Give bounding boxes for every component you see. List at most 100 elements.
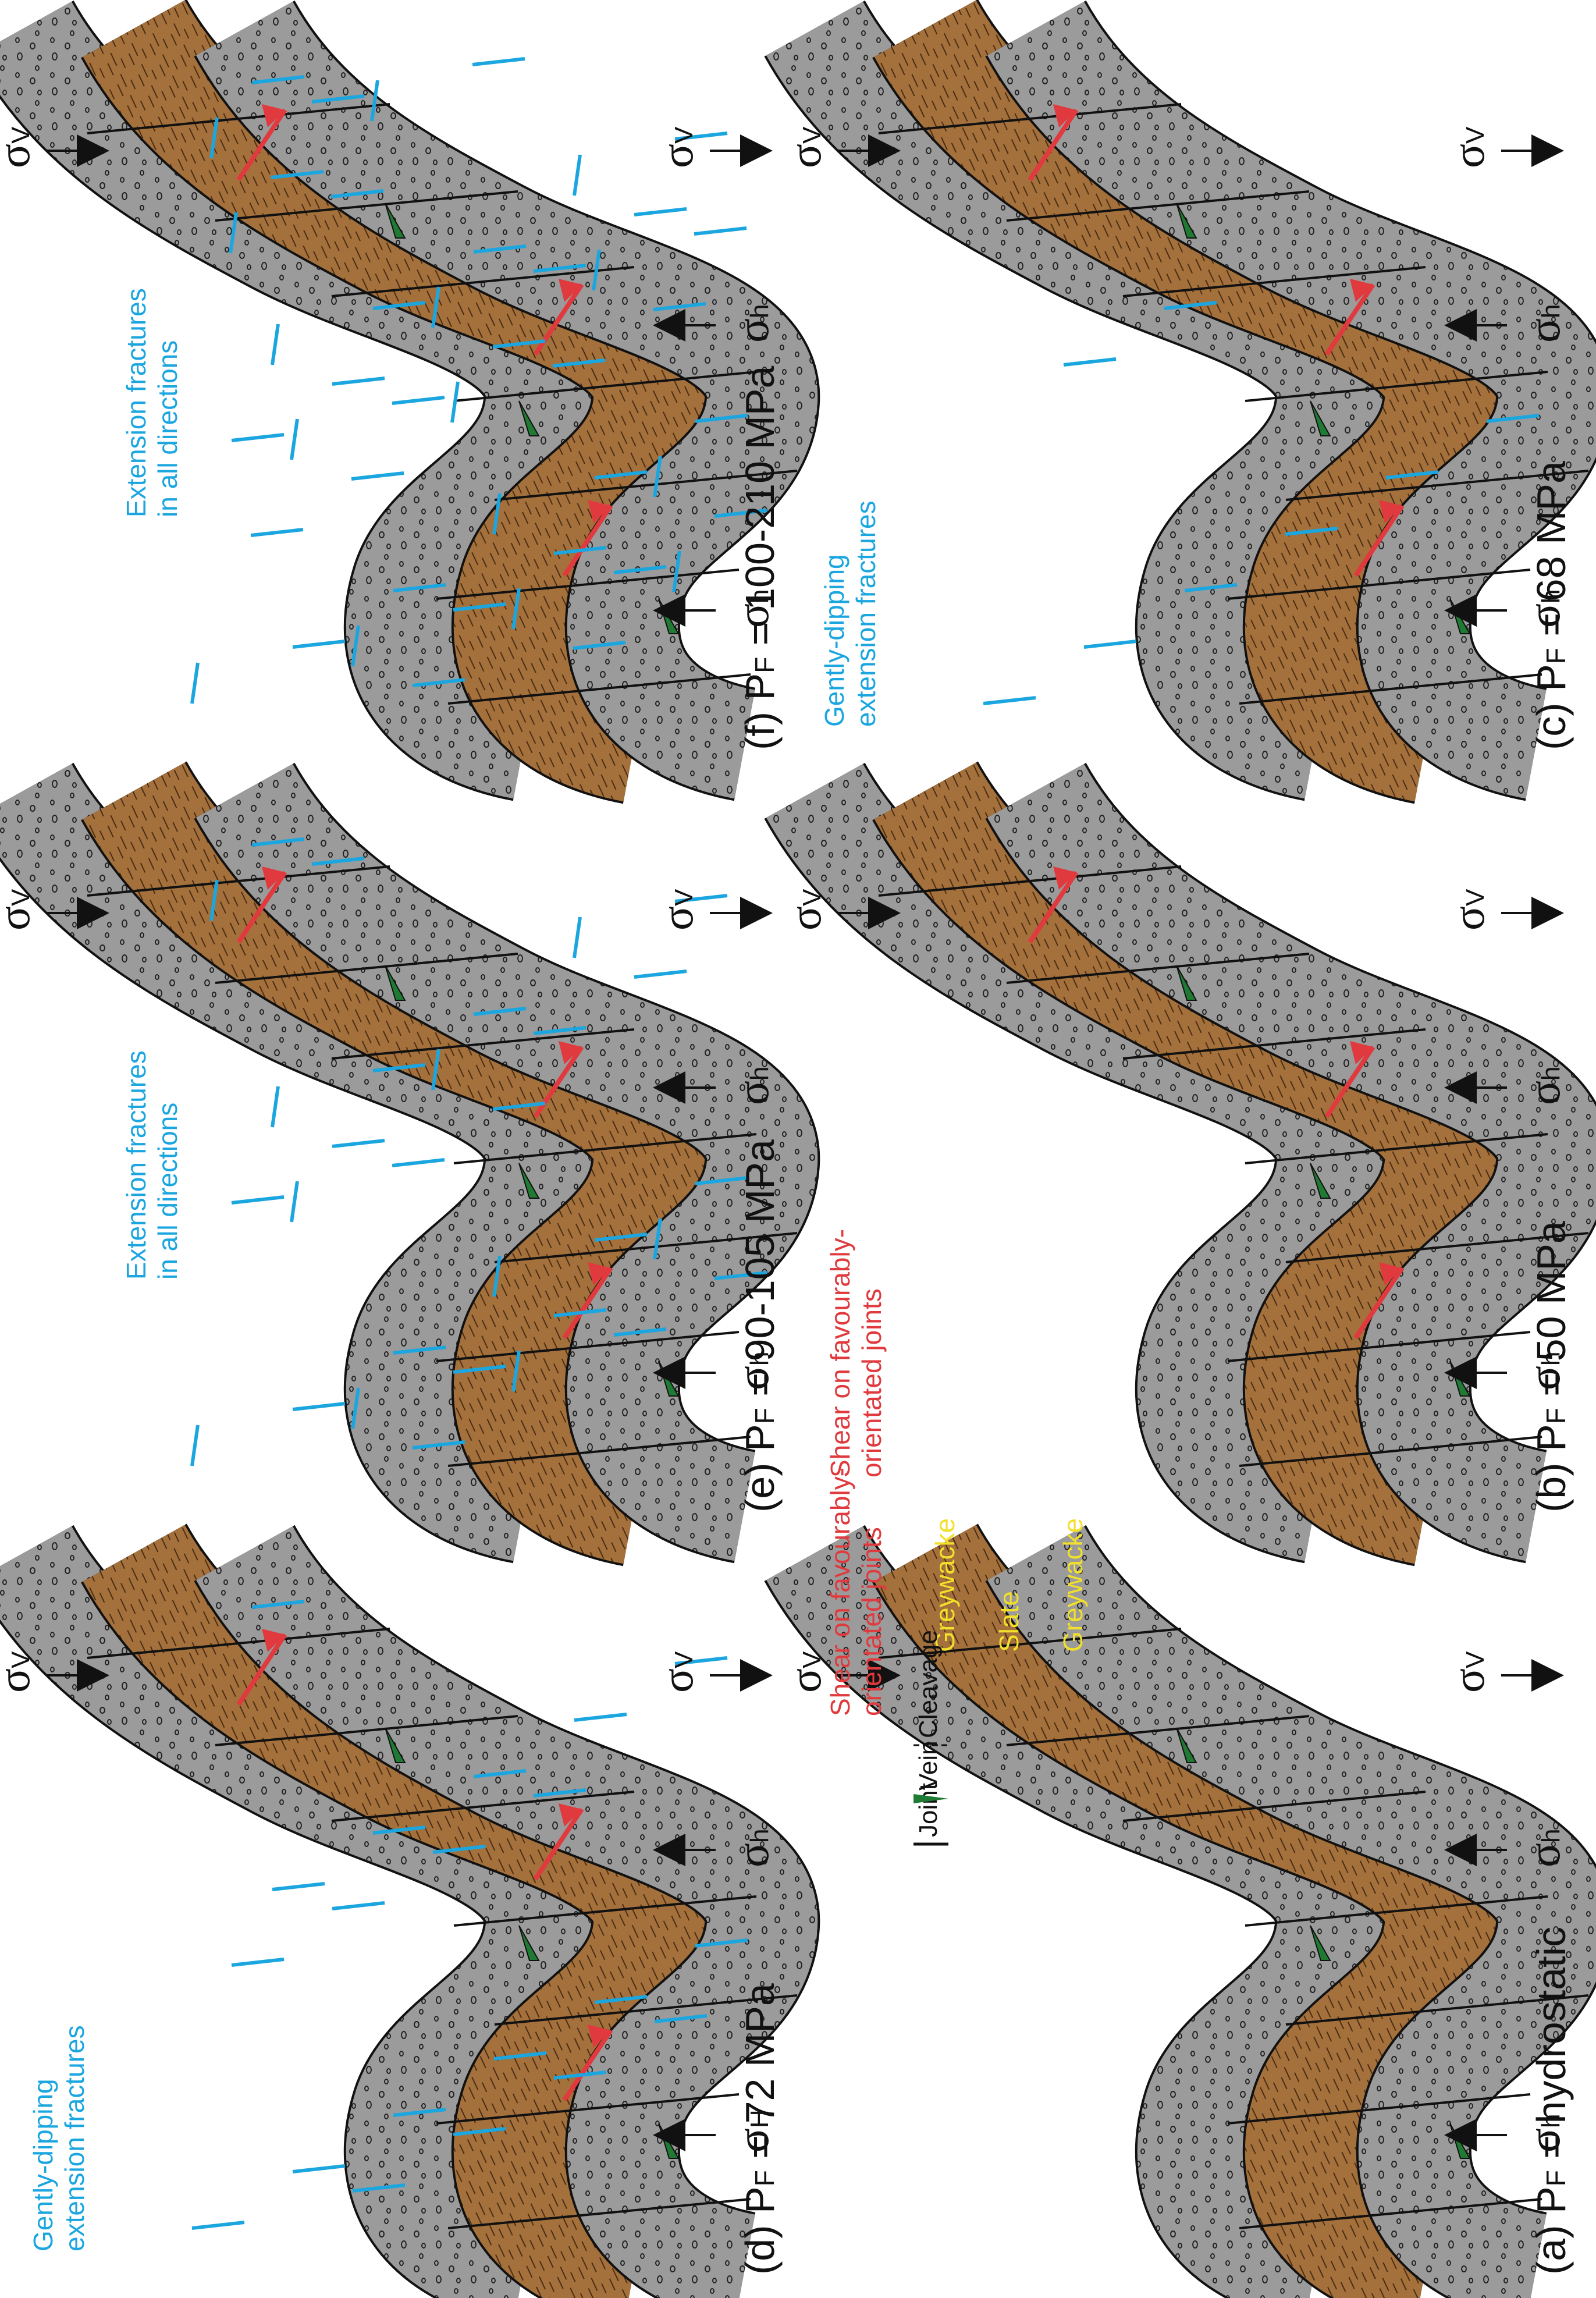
shear-note-line: Shear on favourably- <box>825 1229 855 1477</box>
legend-vein-label: Vein <box>914 1741 943 1791</box>
extension-note-line: Extension fractures <box>121 288 151 517</box>
sigma-v-bottom-label: σV <box>652 126 702 168</box>
sigma-symbol: σ <box>727 2128 778 2153</box>
sigma-symbol: σ <box>652 144 702 168</box>
sigma-symbol: σ <box>780 1668 830 1693</box>
extension-fracture-17 <box>332 378 385 384</box>
extension-fracture-16 <box>232 435 284 441</box>
extension-fracture-34 <box>472 59 525 65</box>
sigma-v-bottom-label: σV <box>1443 889 1494 930</box>
title-sub: F <box>1541 1408 1571 1424</box>
sigma-sub: V <box>670 889 698 906</box>
sigma-symbol: σ <box>1519 1081 1569 1105</box>
title-sub: F <box>749 1408 780 1424</box>
sigma-symbol: σ <box>1519 318 1569 343</box>
title-sub: F <box>1541 648 1571 664</box>
extension-fracture-9 <box>574 1714 627 1720</box>
sigma-left-label: σh <box>1519 1351 1569 1390</box>
panels-layer: (a) PF = hydrostaticσVσVσhσhShear on fav… <box>0 29 1588 2275</box>
sigma-sub: V <box>798 126 826 144</box>
extension-note-line: in all directions <box>152 340 183 517</box>
sigma-sub: h <box>1537 1828 1565 1842</box>
sigma-symbol: σ <box>1519 1366 1569 1390</box>
title-prefix: (d) P <box>737 2186 783 2275</box>
sigma-sub: V <box>6 889 35 906</box>
sigma-v-bottom-label: σV <box>1443 126 1494 168</box>
title-sub: F <box>1541 2170 1571 2186</box>
sigma-sub: h <box>1537 2114 1565 2127</box>
sigma-left-label: σh <box>727 589 778 628</box>
legend-cleavage-label: Cleavage <box>914 1630 943 1738</box>
sigma-v-top-label: σV <box>0 126 39 168</box>
panel-title-f: (f) PF = 100-210 MPa <box>737 366 783 750</box>
sigma-sub: V <box>798 1651 826 1668</box>
sigma-symbol: σ <box>727 1843 778 1867</box>
shear-note-line: orientated joints <box>856 1288 887 1477</box>
sigma-sub: h <box>1537 589 1565 603</box>
legend-joint-label: Joint <box>914 1783 943 1837</box>
rock-label-2: Greywacke <box>1058 1518 1088 1652</box>
shear-note-line: Shear on favourably- <box>825 1468 855 1716</box>
extension-note-line: extension fractures <box>59 2025 90 2251</box>
title-sub: F <box>749 2170 780 2186</box>
extension-fracture-1 <box>1084 641 1136 647</box>
extension-fracture-9 <box>574 155 580 196</box>
title-prefix: (e) P <box>737 1424 783 1512</box>
sigma-sub: h <box>1537 1351 1565 1365</box>
panel-title-e: (e) PF = 90-105 MPa <box>737 1139 783 1512</box>
sigma-sub: V <box>6 126 35 144</box>
sigma-left-label: σH <box>727 2109 778 2153</box>
extension-fracture-16 <box>232 1197 284 1203</box>
sigma-symbol: σ <box>727 1366 778 1390</box>
panel-b: (b) PF = 50 MPaσVσVσhσhShear on favourab… <box>780 791 1588 1512</box>
sigma-symbol: σ <box>652 906 702 930</box>
extension-fracture-6 <box>272 1884 325 1889</box>
sigma-sub: V <box>1461 889 1490 906</box>
extension-fracture-6 <box>272 324 278 365</box>
sigma-v-top-label: σV <box>0 1651 39 1693</box>
extension-note-line: in all directions <box>152 1103 183 1280</box>
extension-note-line: extension fractures <box>851 500 881 727</box>
title-prefix: (c) P <box>1529 664 1574 750</box>
sigma-sub: V <box>670 126 698 144</box>
panel-title-a: (a) PF = hydrostatic <box>1529 1927 1574 2275</box>
sigma-v-top-label: σV <box>0 889 39 930</box>
sigma-symbol: σ <box>1443 1668 1494 1693</box>
extension-note-line: Gently-dipping <box>28 2079 58 2251</box>
sigma-symbol: σ <box>780 144 830 168</box>
sigma-symbol: σ <box>727 318 778 343</box>
extension-fracture-28 <box>392 397 445 403</box>
title-prefix: (b) P <box>1529 1424 1574 1512</box>
extension-fracture-6 <box>1064 359 1116 365</box>
panel-e: (e) PF = 90-105 MPaσVσVσhσhExtension fra… <box>0 791 797 1512</box>
extension-note-line: Gently-dipping <box>819 554 849 727</box>
sigma-left-label: σh <box>727 1351 778 1390</box>
panel-f: (f) PF = 100-210 MPaσVσVσhσhExtension fr… <box>0 29 797 750</box>
extension-fracture-6 <box>272 1086 278 1127</box>
extension-fracture-20 <box>634 971 687 977</box>
extension-fracture-1 <box>293 641 345 647</box>
sigma-symbol: σ <box>0 1668 39 1693</box>
sigma-sub: h <box>1537 1066 1565 1080</box>
sigma-symbol: σ <box>727 1081 778 1105</box>
title-prefix: (a) P <box>1529 2186 1574 2275</box>
extension-note-line: Extension fractures <box>121 1050 151 1280</box>
extension-fracture-31 <box>694 228 747 234</box>
sigma-v-bottom-label: σV <box>652 1651 702 1693</box>
sigma-symbol: σ <box>1519 2128 1569 2153</box>
sigma-sub: V <box>6 1651 35 1668</box>
extension-fracture-1 <box>293 2166 345 2172</box>
sigma-symbol: σ <box>652 1668 702 1693</box>
extension-fracture-27 <box>292 419 297 460</box>
extension-fracture-28 <box>392 1160 445 1166</box>
sigma-sub: h <box>745 1828 774 1842</box>
sigma-sub: h <box>745 1351 774 1365</box>
sigma-v-bottom-label: σV <box>1443 1651 1494 1693</box>
panel-c: (c) PF = 68 MPaσVσVσhσhGently-dippingext… <box>780 29 1588 750</box>
extension-fracture-17 <box>332 1903 385 1909</box>
sigma-symbol: σ <box>727 603 778 628</box>
extension-fracture-0 <box>192 1425 198 1466</box>
